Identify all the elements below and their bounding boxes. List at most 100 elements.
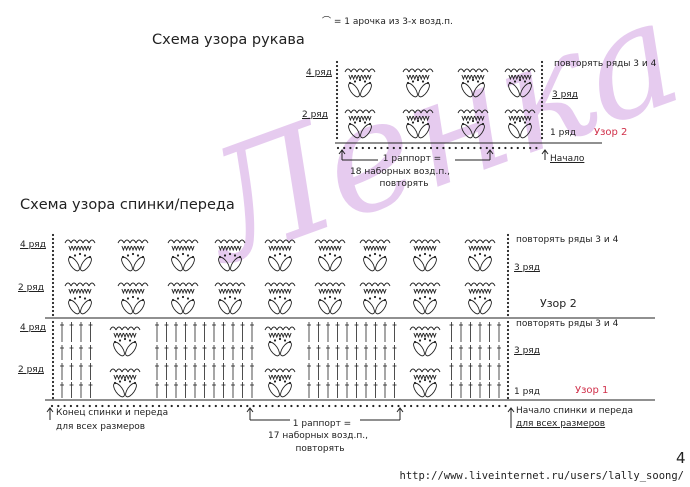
- chain-dot: [540, 80, 544, 84]
- chain-dot: [413, 255, 417, 259]
- chain-dot: [136, 254, 140, 257]
- chain-dot: [51, 273, 55, 277]
- chain-dot: [51, 241, 55, 245]
- chain-dot: [57, 404, 60, 408]
- legend: ⌒ = 1 арочка из 3-х возд.п.: [322, 17, 453, 27]
- chain-dot: [473, 404, 476, 408]
- chain-dot: [540, 64, 544, 68]
- cluster-leaf: [268, 299, 280, 315]
- shell-motif: [264, 326, 296, 339]
- chain-dot: [189, 404, 192, 408]
- chain-dot: [328, 295, 332, 299]
- chain-dot: [476, 80, 480, 83]
- chain-dot: [181, 295, 185, 299]
- chain-dot: [529, 146, 532, 150]
- chain-dot: [378, 404, 381, 408]
- chain-dot: [416, 78, 420, 82]
- cluster-leaf: [113, 341, 125, 357]
- chain-dot: [348, 122, 352, 126]
- cluster-leaf: [133, 256, 145, 272]
- source-url: http://www.liveinternet.ru/users/lally_s…: [399, 470, 684, 482]
- chain-dot: [51, 257, 55, 261]
- chain-dot: [506, 253, 510, 257]
- chain-dot: [363, 255, 367, 259]
- chain-dot: [383, 298, 387, 302]
- body-title: Схема узора спинки/переда: [20, 197, 235, 213]
- cluster-leaf: [125, 382, 137, 398]
- chain-dot: [506, 332, 510, 336]
- chain-dot: [288, 340, 292, 344]
- chain-dot: [63, 404, 66, 408]
- chain-dot: [508, 122, 512, 126]
- chain-dot: [506, 265, 510, 269]
- chain-dot: [410, 404, 413, 408]
- chain-dot: [233, 254, 237, 257]
- chain-dot: [335, 84, 339, 88]
- chain-dot: [68, 255, 72, 259]
- chain-dot: [268, 381, 272, 385]
- chain-dot: [202, 404, 205, 408]
- chain-dot: [506, 340, 510, 344]
- cluster-leaf: [418, 123, 430, 139]
- cluster-leaf: [318, 256, 330, 272]
- chain-dot: [283, 254, 287, 257]
- chain-dot: [128, 339, 132, 342]
- chain-dot: [391, 404, 394, 408]
- chain-dot: [335, 104, 339, 108]
- chain-dot: [506, 364, 510, 368]
- arrow-head: [246, 407, 254, 413]
- chain-dot: [126, 254, 130, 257]
- chain-dot: [384, 404, 387, 408]
- shell-motif: [264, 368, 296, 381]
- chain-dot: [335, 64, 339, 68]
- chain-dot: [76, 404, 79, 408]
- chain-dot: [323, 254, 327, 257]
- chain-dot: [283, 297, 287, 300]
- cluster-leaf: [183, 299, 195, 315]
- cluster-leaf: [360, 123, 372, 139]
- chain-dot: [498, 404, 501, 408]
- chain-dot: [485, 404, 488, 408]
- chain-dot: [473, 254, 477, 257]
- chain-dot: [265, 404, 268, 408]
- chain-dot: [252, 404, 255, 408]
- chain-dot: [120, 404, 123, 408]
- chain-dot: [233, 404, 236, 408]
- chain-dot: [467, 146, 470, 150]
- chain-dot: [461, 122, 465, 126]
- chain-dot: [233, 297, 237, 300]
- chain-dot: [113, 404, 117, 408]
- chain-dot: [433, 381, 437, 385]
- chain-dot: [421, 80, 425, 83]
- chain-dot: [506, 233, 510, 237]
- chain-dot: [333, 254, 337, 257]
- chain-dot: [51, 360, 55, 364]
- cluster-leaf: [218, 299, 230, 315]
- arch-icon: ⌒: [322, 17, 334, 27]
- chain-dot: [506, 285, 510, 289]
- chain-dot: [95, 404, 98, 408]
- chain-dot: [88, 298, 92, 302]
- chain-dot: [246, 404, 249, 408]
- chain-dot: [418, 254, 422, 257]
- chain-dot: [506, 273, 510, 277]
- chain-dot: [51, 364, 55, 368]
- chain-dot: [506, 380, 510, 384]
- chain-dot: [136, 297, 140, 300]
- chain-dot: [416, 119, 420, 123]
- chain-dot: [228, 295, 232, 299]
- chain-dot: [284, 404, 287, 408]
- chain-dot: [471, 78, 475, 82]
- chain-dot: [405, 146, 408, 150]
- chain-dot: [367, 146, 371, 150]
- cluster-leaf: [268, 341, 280, 357]
- chain-dot: [368, 81, 372, 85]
- chain-dot: [397, 404, 400, 408]
- chain-dot: [133, 381, 137, 385]
- chain-dot: [368, 297, 372, 300]
- chain-dot: [340, 404, 343, 408]
- chain-dot: [447, 404, 450, 408]
- chain-dot: [113, 381, 117, 385]
- chain-dot: [258, 404, 261, 408]
- chain-dot: [318, 255, 322, 259]
